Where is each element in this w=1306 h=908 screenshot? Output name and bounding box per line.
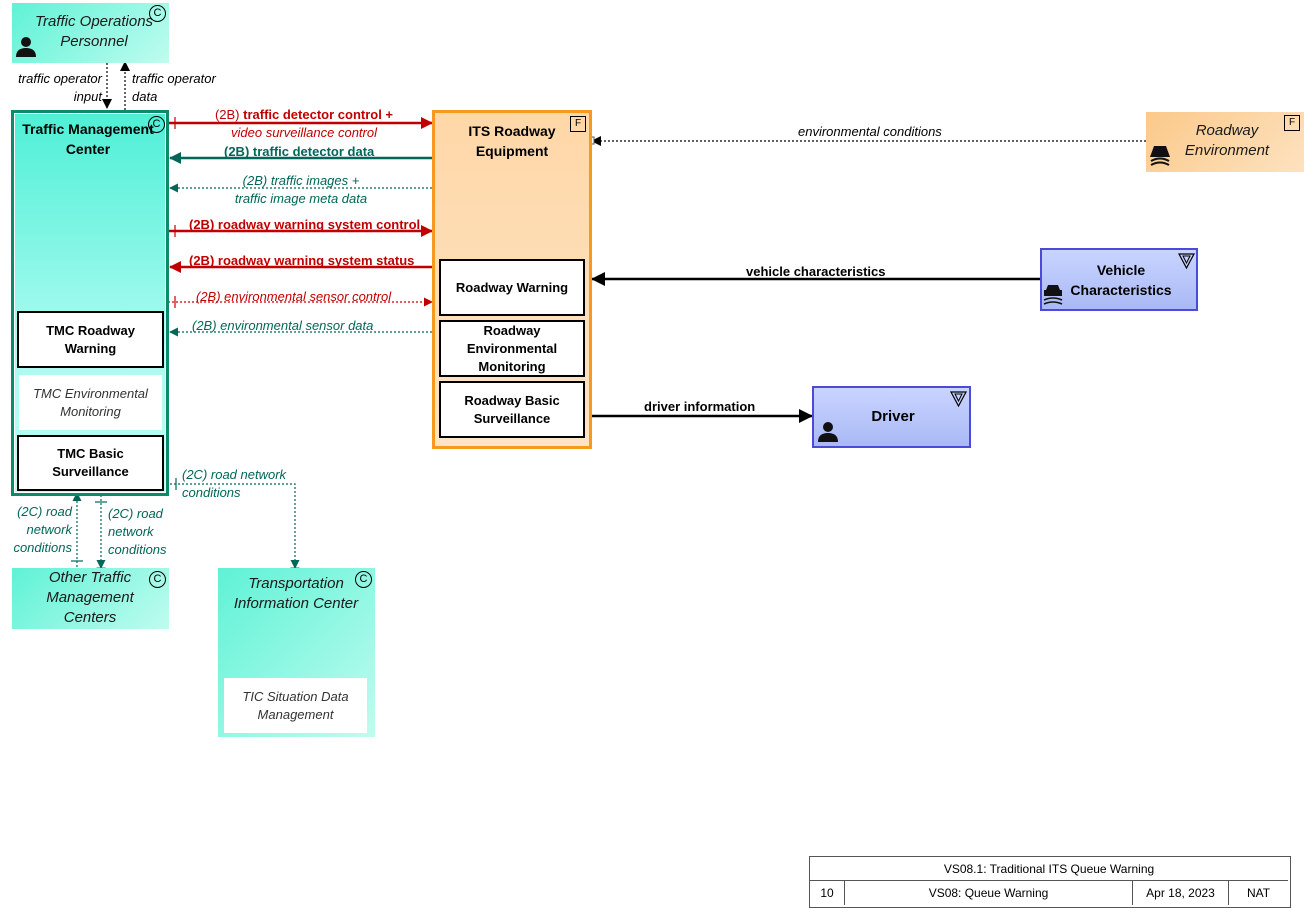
driver-title: Driver: [871, 408, 915, 425]
vehicle-characteristics-box[interactable]: Vehicle Characteristics: [1040, 248, 1198, 311]
field-badge: F: [570, 116, 586, 132]
its-roadway-equipment-box[interactable]: ITS Roadway Equipment F Roadway Warning …: [432, 110, 592, 449]
title-block-scope: NAT: [1246, 886, 1271, 900]
tmc-basic-surveillance-box[interactable]: TMC Basic Surveillance: [17, 435, 164, 491]
road-icon: [1150, 146, 1170, 166]
traffic-operator-input-label: traffic operator input: [18, 71, 102, 104]
detector-control-label: (2B) traffic detector control + video su…: [214, 107, 394, 140]
title-block-page: 10: [810, 881, 845, 905]
traffic-operations-personnel-label: Traffic Operations Personnel: [34, 13, 154, 50]
rws-status-label: (2B) roadway warning system status: [189, 253, 415, 268]
environmental-conditions-label: environmental conditions: [798, 124, 942, 139]
title-block-date: Apr 18, 2023: [1133, 881, 1229, 905]
center-badge: C: [149, 5, 166, 22]
tic-situation-data-management-box[interactable]: TIC Situation Data Management: [224, 678, 367, 733]
rws-control-label: (2B) roadway warning system control: [189, 217, 421, 232]
terminator-triangle-icon: [950, 391, 967, 407]
road-network-to-tic-line: [170, 483, 300, 569]
road-network-label-in: (2C) road network conditions: [13, 504, 72, 555]
person-icon: [818, 422, 838, 442]
terminator-triangle-icon: [1178, 253, 1195, 269]
roadway-basic-surveillance-box[interactable]: Roadway Basic Surveillance: [439, 381, 585, 438]
tic-label: Transportation Information Center: [233, 575, 359, 612]
road-network-label-tic: (2C) road network conditions: [182, 467, 287, 500]
title-block-title: VS08.1: Traditional ITS Queue Warning: [810, 857, 1288, 881]
roadway-environmental-monitoring-box[interactable]: Roadway Environmental Monitoring: [439, 320, 585, 377]
vehicle-characteristics-title: Vehicle Characteristics: [1070, 262, 1172, 298]
center-badge: C: [149, 571, 166, 588]
transportation-information-center-box[interactable]: Transportation Information Center C TIC …: [218, 568, 375, 737]
title-block-package: VS08: Queue Warning: [845, 881, 1133, 905]
title-block: VS08.1: Traditional ITS Queue Warning 10…: [809, 856, 1291, 908]
road-network-label-out: (2C) road network conditions: [108, 506, 167, 557]
roadway-environment-box[interactable]: Roadway Environment F: [1146, 112, 1304, 172]
traffic-operator-data-label: traffic operator data: [132, 71, 216, 104]
its-roadway-equipment-title: ITS Roadway Equipment: [468, 123, 556, 159]
center-badge: C: [148, 116, 165, 133]
tmc-environmental-monitoring-box[interactable]: TMC Environmental Monitoring: [19, 375, 162, 430]
traffic-images-label: (2B) traffic images +traffic image meta …: [234, 173, 368, 206]
traffic-management-center-box[interactable]: Traffic Management Center C TMC Roadway …: [11, 110, 169, 496]
driver-box[interactable]: Driver: [812, 386, 971, 448]
roadway-warning-box[interactable]: Roadway Warning: [439, 259, 585, 316]
driver-information-label: driver information: [644, 399, 756, 414]
person-icon: [16, 37, 36, 57]
tmc-roadway-warning-box[interactable]: TMC Roadway Warning: [17, 311, 164, 368]
traffic-operations-personnel-box[interactable]: Traffic Operations Personnel C: [12, 3, 169, 63]
other-traffic-management-centers-box[interactable]: Other Traffic Management Centers C: [12, 568, 169, 629]
env-sensor-data-label: (2B) environmental sensor data: [192, 318, 374, 333]
roadway-environment-label: Roadway Environment: [1184, 122, 1270, 159]
center-badge: C: [355, 571, 372, 588]
env-sensor-control-label: (2B) environmental sensor control: [196, 289, 392, 304]
vehicle-icon: [1043, 285, 1063, 305]
detector-data-label: (2B) traffic detector data: [224, 144, 375, 159]
field-badge: F: [1284, 115, 1300, 131]
vehicle-characteristics-label: vehicle characteristics: [746, 264, 886, 279]
tmc-title: Traffic Management Center: [22, 121, 154, 157]
other-tmc-label: Other Traffic Management Centers: [46, 569, 134, 626]
